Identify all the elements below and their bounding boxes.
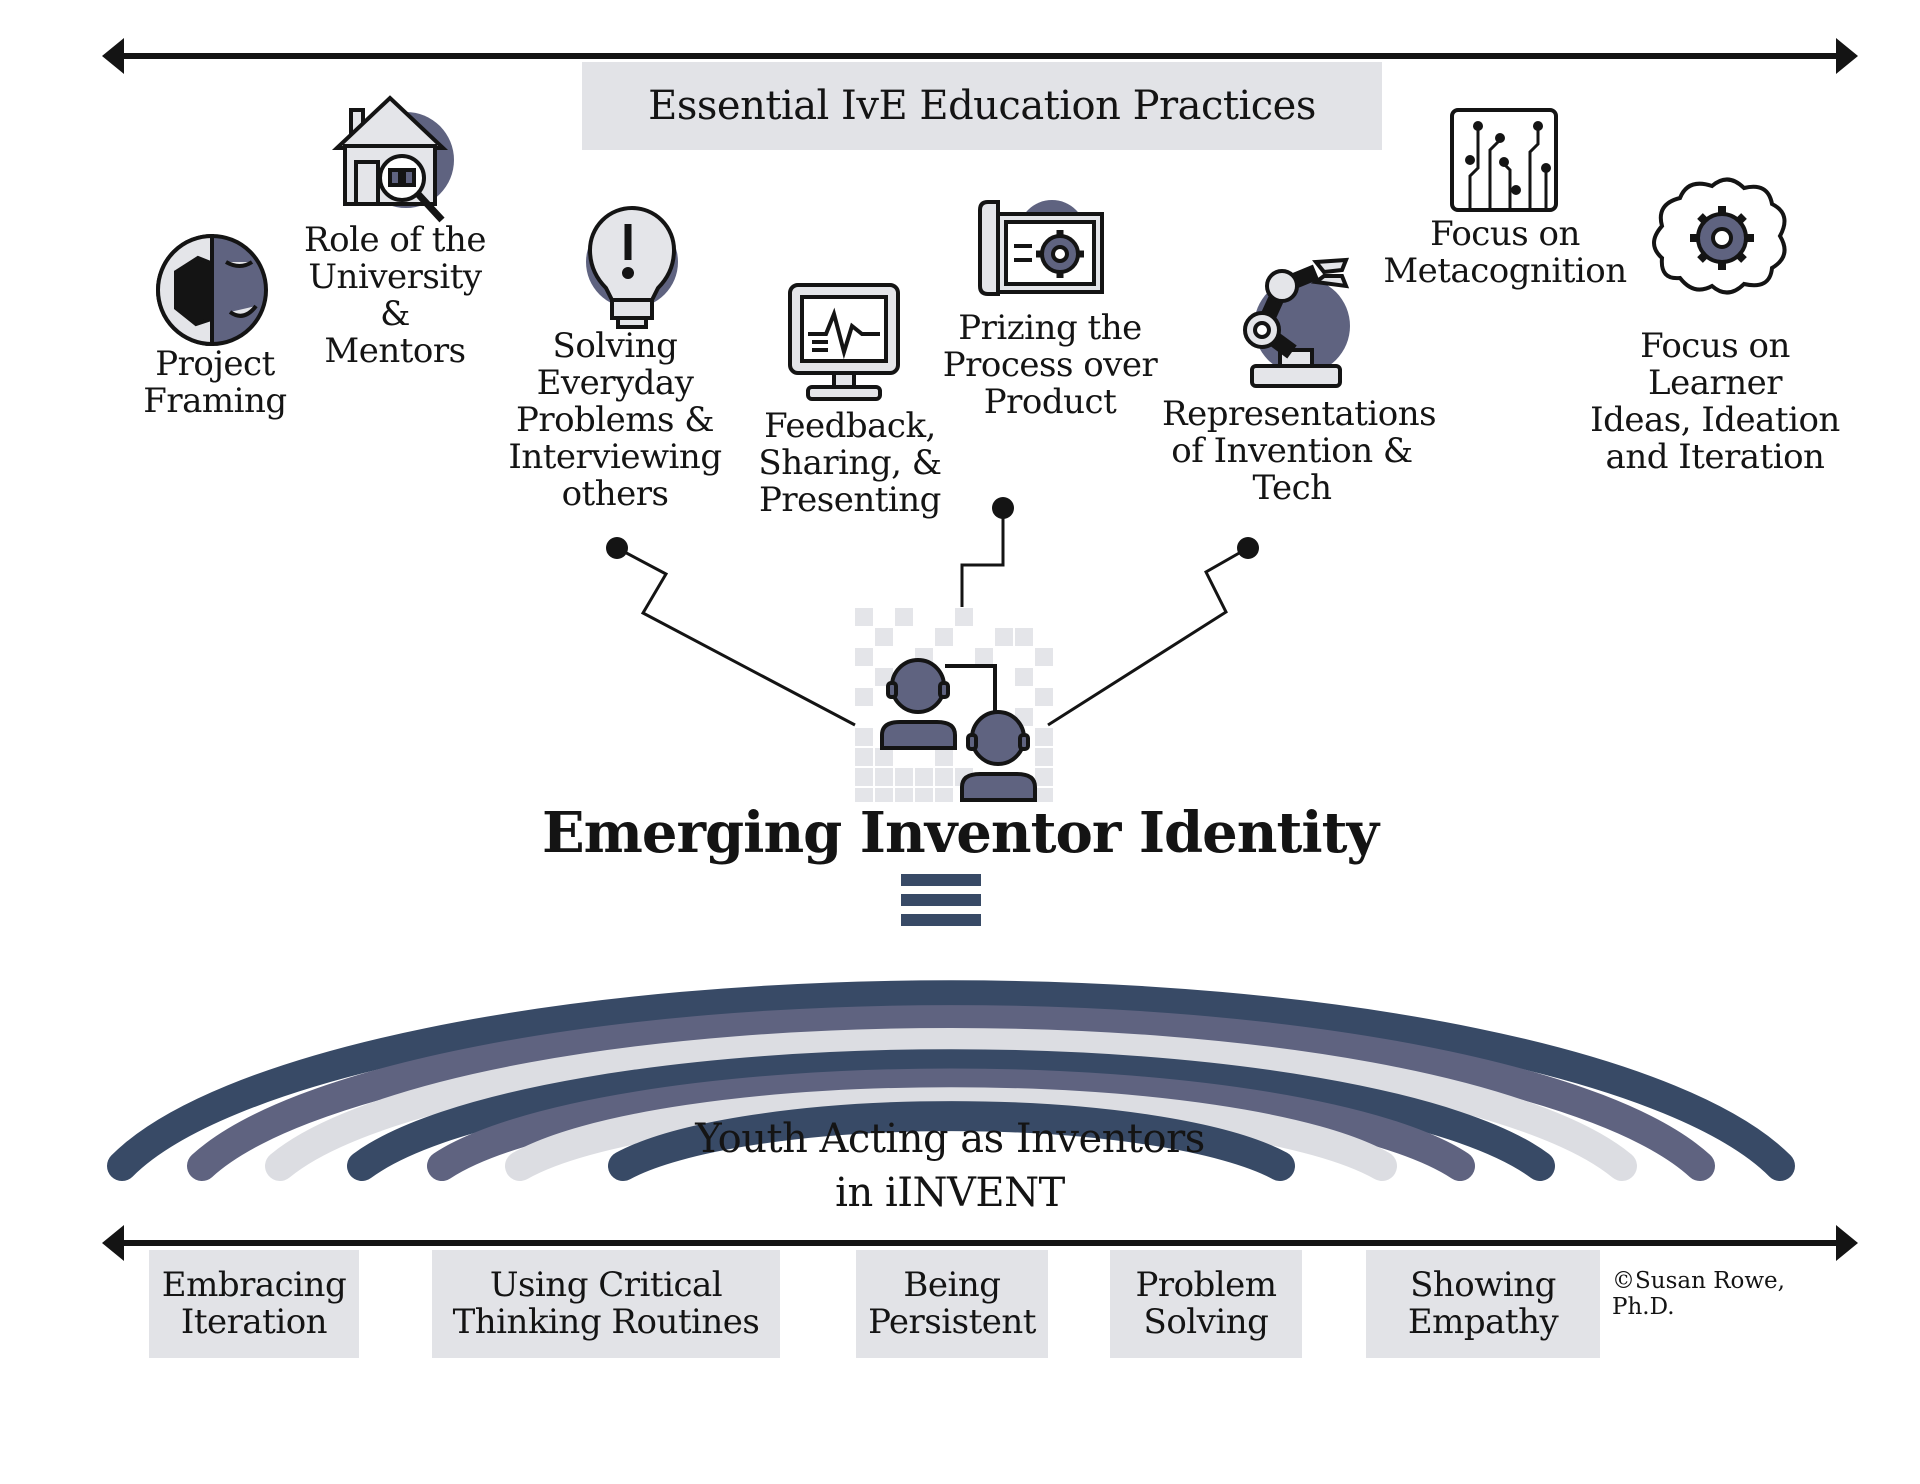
practice-label-metacognition: Focus on Metacognition (1383, 214, 1627, 291)
two-people-icon (880, 658, 1037, 802)
behavior-label: Being Persistent (868, 1265, 1036, 1342)
practice-label-solving-problems: Solving Everyday Problems & Interviewing… (508, 326, 722, 514)
practice-label-project-framing: Project Framing (143, 344, 287, 421)
behavior-label: Embracing Iteration (161, 1265, 347, 1342)
connector-dot-center (992, 497, 1014, 519)
copyright-credit: ©Susan Rowe, Ph.D. (1612, 1268, 1785, 1320)
arc-label: Youth Acting as Inventors in iINVENT (695, 1116, 1205, 1216)
blueprint-gear-icon (978, 200, 1104, 296)
practice-label-university-mentors: Role of the University & Mentors (304, 220, 486, 371)
connector-dot-right (1237, 537, 1259, 559)
practice-label-representations: Representations of Invention & Tech (1162, 394, 1437, 508)
concentric-arcs (107, 980, 1795, 1181)
behavior-label: Using Critical Thinking Routines (452, 1265, 760, 1342)
header-title-box: Essential IvE Education Practices (582, 62, 1382, 150)
pixel-mosaic (855, 608, 1053, 802)
monitor-icon (788, 283, 900, 401)
brain-gear-icon (1652, 177, 1787, 295)
connector-lines (616, 508, 1249, 727)
behavior-label: Showing Empathy (1407, 1265, 1559, 1342)
connector-dot-left (606, 537, 628, 559)
behavior-box-empathy: Showing Empathy (1366, 1250, 1600, 1358)
behavior-box-problem-solving: Problem Solving (1110, 1250, 1302, 1358)
house-search-icon (331, 95, 454, 223)
header-title: Essential IvE Education Practices (648, 82, 1316, 129)
practice-label-prizing-process: Prizing the Process over Product (942, 308, 1158, 422)
behavior-label: Problem Solving (1135, 1265, 1277, 1342)
globe-icon (156, 233, 268, 347)
top-timeline-arrow (102, 38, 1858, 74)
behavior-box-persistent: Being Persistent (856, 1250, 1048, 1358)
robot-arm-icon (1243, 257, 1350, 388)
center-title: Emerging Inventor Identity (541, 800, 1379, 866)
bottom-timeline-arrow (102, 1225, 1858, 1261)
practice-label-learner-ideas: Focus on Learner Ideas, Ideation and Ite… (1590, 326, 1840, 477)
behavior-box-critical-thinking: Using Critical Thinking Routines (432, 1250, 780, 1358)
circuit-board-icon (1450, 108, 1558, 212)
practice-label-feedback: Feedback, Sharing, & Presenting (758, 406, 942, 520)
behavior-box-iteration: Embracing Iteration (149, 1250, 359, 1358)
stack-bars (901, 874, 981, 926)
lightbulb-icon (586, 206, 678, 329)
